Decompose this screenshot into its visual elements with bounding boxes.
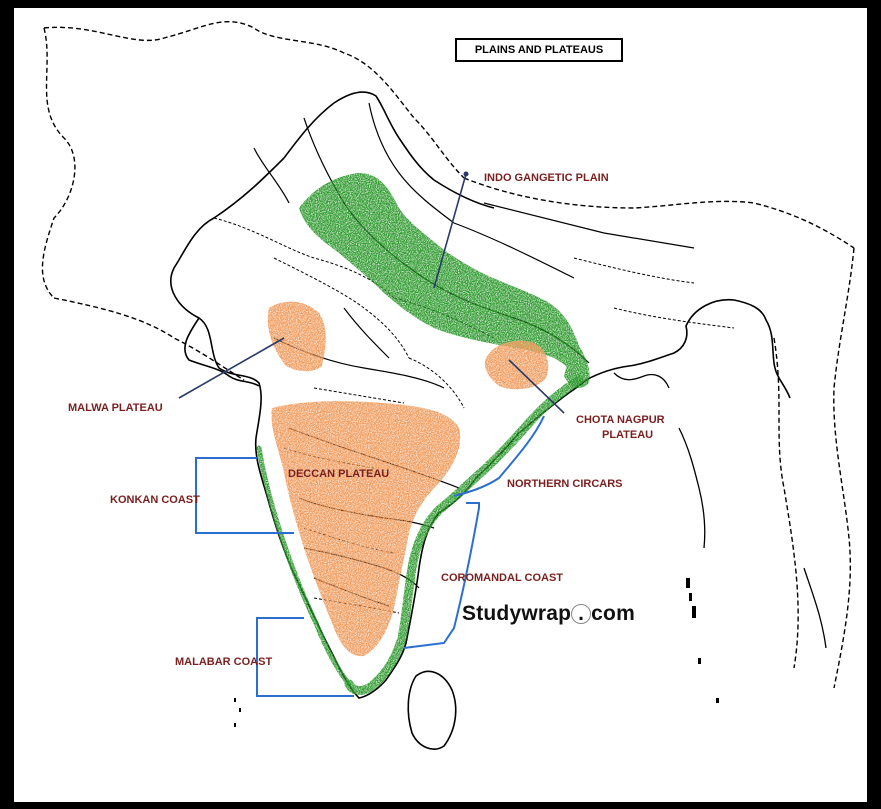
chota-nagpur-plateau-region: [484, 340, 549, 390]
eastern-coastline-detail: [613, 372, 827, 649]
map-frame: PLAINS AND PLATEAUS INDO GANGETIC PLAIN …: [14, 8, 867, 802]
northern-circars-bracket: [453, 415, 545, 497]
malabar-bracket: [256, 617, 354, 697]
deccan-plateau-region: [271, 401, 461, 657]
map-title: PLAINS AND PLATEAUS: [455, 38, 623, 62]
label-konkan-coast: KONKAN COAST: [110, 494, 200, 506]
label-malwa-plateau: MALWA PLATEAU: [68, 402, 163, 414]
pointer-indo-gangetic: [433, 173, 467, 289]
pointer-dot: [463, 171, 469, 177]
international-borders: [41, 20, 855, 689]
label-indo-gangetic-plain: INDO GANGETIC PLAIN: [484, 172, 609, 184]
indo-gangetic-plain-region: [299, 173, 590, 388]
label-northern-circars: NORTHERN CIRCARS: [507, 478, 623, 490]
eastern-coastal-strip: [344, 375, 584, 696]
coast-brackets: [195, 415, 545, 697]
malwa-plateau-region: [267, 301, 326, 372]
india-outline: [170, 91, 791, 750]
pointer-malwa: [178, 337, 285, 399]
label-malabar-coast: MALABAR COAST: [175, 656, 273, 668]
watermark-circle-icon: .: [571, 603, 592, 624]
western-coastal-strip: [256, 445, 352, 687]
studywrap-watermark: Studywrap.com: [462, 602, 635, 625]
label-deccan-plateau: DECCAN PLATEAU: [288, 468, 390, 480]
label-chota-nagpur-line2: PLATEAU: [602, 429, 654, 441]
pointer-lines: [178, 173, 565, 414]
coromandal-bracket: [403, 502, 480, 649]
pointer-chota-nagpur: [508, 359, 565, 414]
label-chota-nagpur-line1: CHOTA NAGPUR: [576, 414, 665, 426]
india-physical-map: [41, 20, 855, 750]
andaman-islands: [234, 578, 719, 727]
konkan-bracket: [195, 457, 294, 534]
label-coromandal-coast: COROMANDAL COAST: [441, 572, 564, 584]
